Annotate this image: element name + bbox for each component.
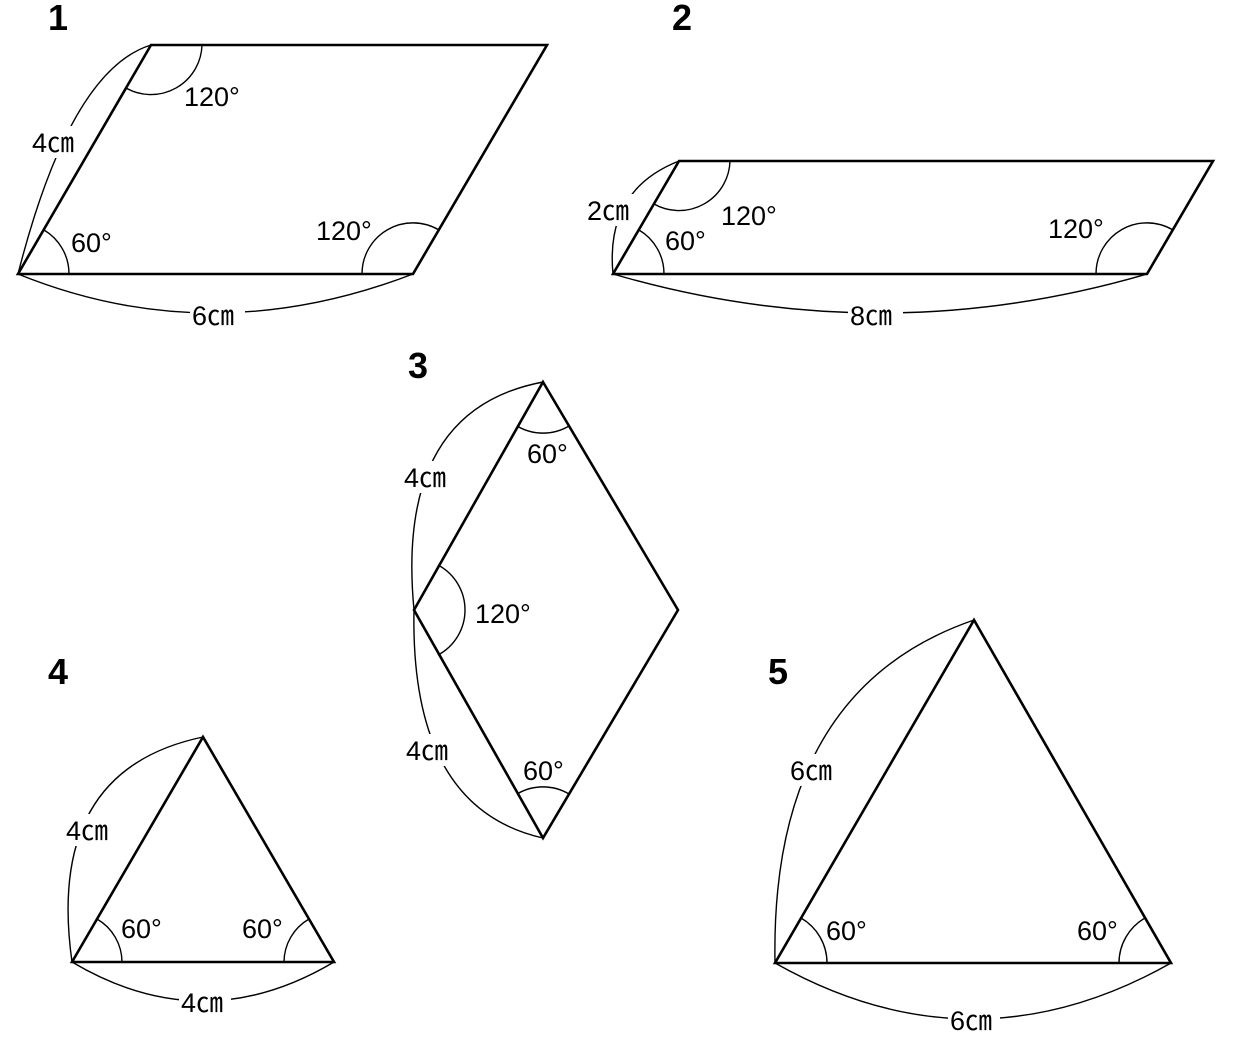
figure-1-side-label-bottom-mask (190, 299, 245, 331)
figure-1-parallelogram (15, 43, 550, 276)
figure-2-side-label-bottom: 8㎝ (850, 301, 892, 331)
figure-3-side-label-upper-mask (402, 461, 454, 493)
figure-3-side-label-lower: 4㎝ (406, 736, 448, 766)
figure-1-side-arc-left (17, 44, 152, 275)
figure-5-side-label-left-mask (788, 754, 840, 786)
figure-4: 4 4㎝ 4㎝ 60° 60° (48, 651, 337, 1018)
figure-2-angle-arc-top-left (653, 160, 731, 212)
figure-3-angle-label-left: 120° (475, 599, 531, 629)
figure-1-angle-arc-top-left (125, 44, 203, 96)
figure-2-side-label-left: 2㎝ (587, 196, 629, 226)
figure-4-side-label-bottom-mask (179, 986, 231, 1018)
figure-3-angle-arc-left (437, 564, 466, 656)
figure-3-side-arc-upper (411, 381, 544, 611)
figure-5-number: 5 (768, 651, 788, 692)
figure-4-side-label-left: 4㎝ (66, 816, 108, 846)
figure-1-side-label-left-mask (30, 126, 80, 158)
figure-3-angle-arc-top (516, 425, 570, 434)
figure-1-angle-label-bottom-left: 60° (71, 228, 112, 258)
figure-2-side-label-bottom-mask (848, 299, 903, 331)
figure-2-angle-label-bottom-left: 60° (665, 226, 706, 256)
figure-3-side-label-upper: 4㎝ (404, 463, 446, 493)
figure-5-angle-arc-bottom-right (1118, 917, 1146, 964)
figure-5-angle-arc-bottom-left (800, 917, 828, 964)
figure-1-side-label-bottom: 6㎝ (192, 301, 234, 331)
figure-4-side-arc-left (67, 736, 204, 963)
figure-2-angle-arc-bottom-right (1095, 222, 1174, 275)
figure-1-angle-label-bottom-right: 120° (316, 216, 372, 246)
figure-1: 1 4㎝ 6㎝ 120° 60° 120° (15, 0, 550, 331)
figure-4-triangle (69, 734, 337, 964)
figure-5-side-label-bottom-mask (948, 1004, 1000, 1036)
figure-4-number: 4 (48, 651, 68, 692)
figure-1-angle-label-top: 120° (184, 82, 240, 112)
figure-3-side-label-lower-mask (404, 734, 456, 766)
figure-5-side-label-bottom: 6㎝ (950, 1006, 992, 1036)
figure-5-side-arc-left (774, 619, 975, 964)
figure-3-number: 3 (408, 345, 428, 386)
figure-1-angle-arc-bottom-right (361, 222, 440, 275)
figure-4-angle-label-bottom-right: 60° (242, 914, 283, 944)
figure-3-angle-label-bottom: 60° (523, 756, 564, 786)
figure-1-side-label-left: 4㎝ (32, 128, 74, 158)
figure-2-side-label-left-mask (585, 194, 637, 226)
figure-2-angle-label-top: 120° (721, 201, 777, 231)
figure-5-angle-label-bottom-left: 60° (826, 916, 867, 946)
figure-2-parallelogram (610, 159, 1216, 276)
figure-1-angle-arc-bottom-left (43, 229, 70, 275)
figure-3-angle-label-top: 60° (527, 439, 568, 469)
figure-1-number: 1 (48, 0, 68, 38)
figure-2-number: 2 (672, 0, 692, 38)
figure-4-side-label-left-mask (64, 814, 116, 846)
figure-4-angle-arc-bottom-right (283, 918, 310, 963)
figure-5: 5 6㎝ 6㎝ 60° 60° (768, 617, 1174, 1036)
figure-2-angle-arc-bottom-left (638, 229, 665, 275)
figure-2: 2 2㎝ 8㎝ 120° 60° 120° (585, 0, 1216, 331)
figure-4-angle-arc-bottom-left (96, 918, 123, 963)
figure-5-side-label-left: 6㎝ (790, 756, 832, 786)
figure-4-angle-label-bottom-left: 60° (121, 914, 162, 944)
figure-3-angle-arc-bottom (516, 786, 570, 795)
figure-3: 3 4㎝ 4㎝ 60° 120° 60° (402, 345, 680, 841)
figure-5-triangle (772, 617, 1174, 965)
figure-5-angle-label-bottom-right: 60° (1077, 916, 1118, 946)
figure-2-angle-label-bottom-right: 120° (1048, 214, 1104, 244)
figure-4-side-label-bottom: 4㎝ (181, 988, 223, 1018)
